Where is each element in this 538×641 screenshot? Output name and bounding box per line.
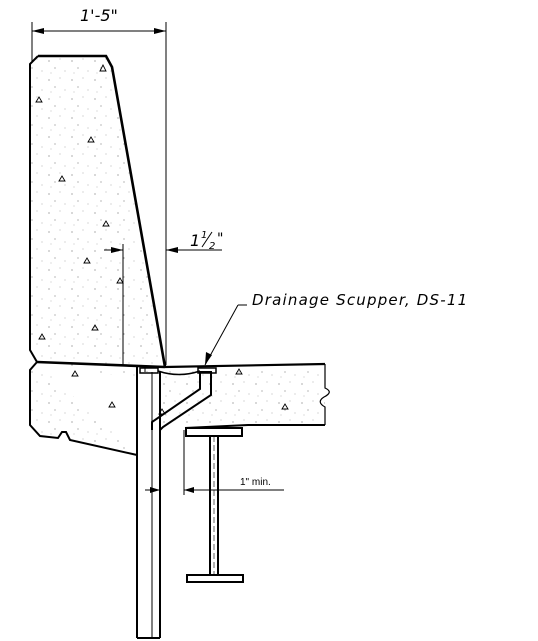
- svg-text:1: 1: [201, 230, 207, 241]
- slab-break-line: [319, 364, 330, 425]
- dimension-batter: [104, 244, 222, 365]
- dimension-gap: [145, 430, 284, 495]
- construction-joint: [36, 360, 166, 369]
- svg-text:2: 2: [209, 241, 215, 252]
- barrier-wall: [29, 54, 167, 379]
- dimension-overall-width-label: 1'-5": [80, 6, 118, 25]
- dimension-overall-width: [31, 22, 167, 365]
- steel-girder: [185, 427, 244, 583]
- svg-text:": ": [217, 231, 223, 247]
- dimension-batter-label: 1 1 2 ": [190, 230, 223, 252]
- dimension-gap-label: 1" min.: [240, 477, 271, 488]
- aggregate-marks: [35, 63, 289, 415]
- drainage-scupper: [136, 367, 217, 639]
- callout-scupper-label: Drainage Scupper, DS-11: [252, 291, 468, 309]
- callout-scupper-leader: [204, 304, 247, 366]
- svg-text:1: 1: [190, 231, 200, 250]
